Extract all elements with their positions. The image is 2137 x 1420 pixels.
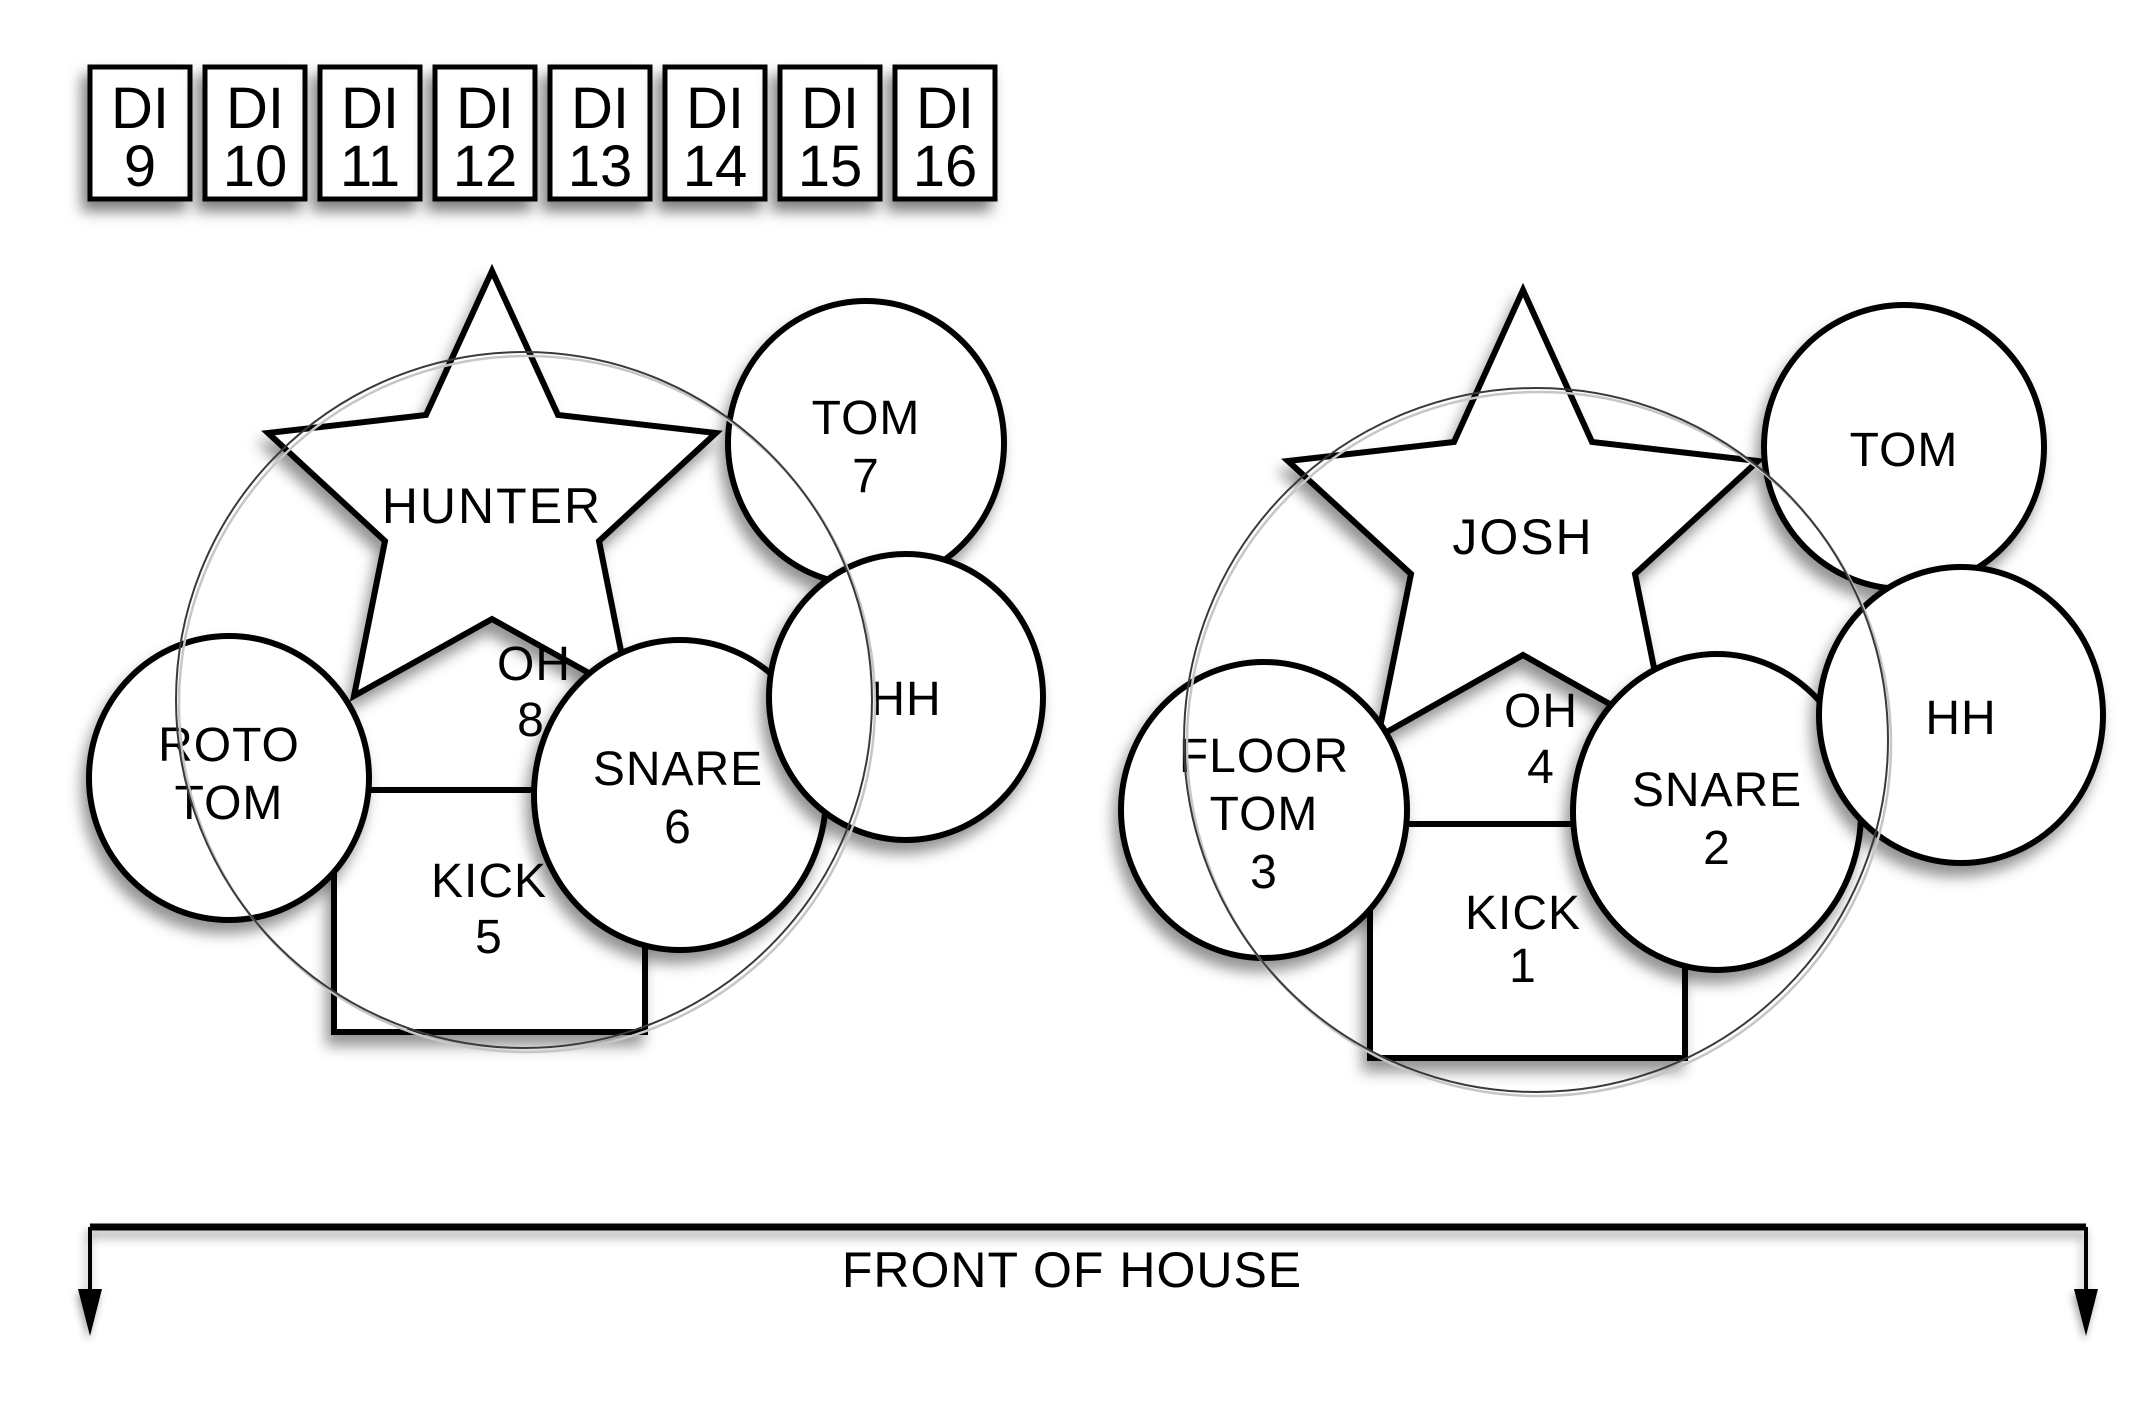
overhead-mic-channel: 8 (517, 694, 545, 747)
di-box-16: DI 16 (892, 64, 998, 202)
di-box-12: DI 12 (432, 64, 538, 202)
floor-tom-drum (1118, 659, 1410, 961)
rack-tom-channel: 7 (852, 450, 880, 503)
di-box-10: DI 10 (202, 64, 308, 202)
kick-channel: 5 (475, 911, 503, 964)
hihat-cymbal (1816, 564, 2106, 866)
snare-channel: 6 (664, 801, 692, 854)
di-box-11: DI 11 (317, 64, 423, 202)
di-box-channel: 14 (683, 134, 748, 199)
di-box-outline (317, 64, 423, 202)
drummer-star (261, 263, 723, 702)
di-box-outline (777, 64, 883, 202)
foh-left-down-arrow-icon (78, 1289, 102, 1336)
di-box-9: DI 9 (87, 64, 193, 202)
drum-riser-outline-shadow (177, 354, 877, 1054)
di-box-outline (87, 64, 193, 202)
snare-label: SNARE (1632, 764, 1802, 817)
snare-label: SNARE (593, 743, 763, 796)
di-box-label: DI (456, 76, 514, 141)
di-box-label: DI (111, 76, 169, 141)
di-box-15: DI 15 (777, 64, 883, 202)
di-box-channel: 9 (124, 134, 156, 199)
di-box-channel: 12 (453, 134, 518, 199)
di-box-channel: 10 (223, 134, 288, 199)
di-box-label: DI (571, 76, 629, 141)
di-box-channel: 15 (798, 134, 863, 199)
roto-tom-drum (86, 633, 372, 923)
di-box-outline (892, 64, 998, 202)
drum-riser-outline-shadow (1185, 390, 1893, 1098)
rack-tom-label: TOM (1850, 424, 1959, 477)
di-box-label: DI (226, 76, 284, 141)
drummer-name: JOSH (1452, 509, 1593, 565)
floor-tom-label-line2: TOM (1210, 788, 1319, 841)
overhead-mic-label: OH (1504, 685, 1578, 738)
foh-label: FRONT OF HOUSE (842, 1242, 1302, 1298)
di-box-channel: 11 (340, 134, 400, 199)
drum-riser-outline (1183, 387, 1889, 1093)
kick-label: KICK (1465, 887, 1581, 940)
floor-tom-channel: 3 (1250, 846, 1278, 899)
di-box-outline (662, 64, 768, 202)
di-box-channel: 13 (568, 134, 633, 199)
di-box-outline (202, 64, 308, 202)
hihat-label: HH (1925, 692, 1996, 745)
kit-hunter: HUNTER KICK 5 ROTO TOM SNARE 6 TOM 7 HH … (86, 263, 1046, 1054)
di-box-outline (432, 64, 538, 202)
di-box-outline (547, 64, 653, 202)
di-box-label: DI (801, 76, 859, 141)
floor-tom-label-line1: FLOOR (1179, 730, 1349, 783)
di-box-13: DI 13 (547, 64, 653, 202)
drummer-star (1281, 282, 1765, 743)
drummer-name: HUNTER (382, 478, 602, 534)
front-of-house: FRONT OF HOUSE (78, 1223, 2098, 1336)
hihat-label: HH (870, 673, 941, 726)
rack-tom-label: TOM (812, 392, 921, 445)
snare-channel: 2 (1703, 822, 1731, 875)
foh-right-down-arrow-icon (2074, 1289, 2098, 1336)
di-box-label: DI (341, 76, 399, 141)
kit-josh: JOSH KICK 1 FLOOR TOM 3 SNARE 2 TOM HH O… (1118, 282, 2106, 1098)
di-box-label: DI (686, 76, 744, 141)
di-row: DI 9 DI 10 DI 11 DI 12 DI 13 DI 14 (87, 64, 998, 202)
kick-channel: 1 (1509, 940, 1537, 993)
overhead-mic-channel: 4 (1527, 741, 1555, 794)
overhead-mic-label: OH (497, 638, 571, 691)
di-box-channel: 16 (913, 134, 978, 199)
drum-riser-outline (175, 351, 873, 1049)
di-box-14: DI 14 (662, 64, 768, 202)
hihat-cymbal (766, 551, 1046, 843)
di-box-label: DI (916, 76, 974, 141)
kick-label: KICK (431, 855, 547, 908)
